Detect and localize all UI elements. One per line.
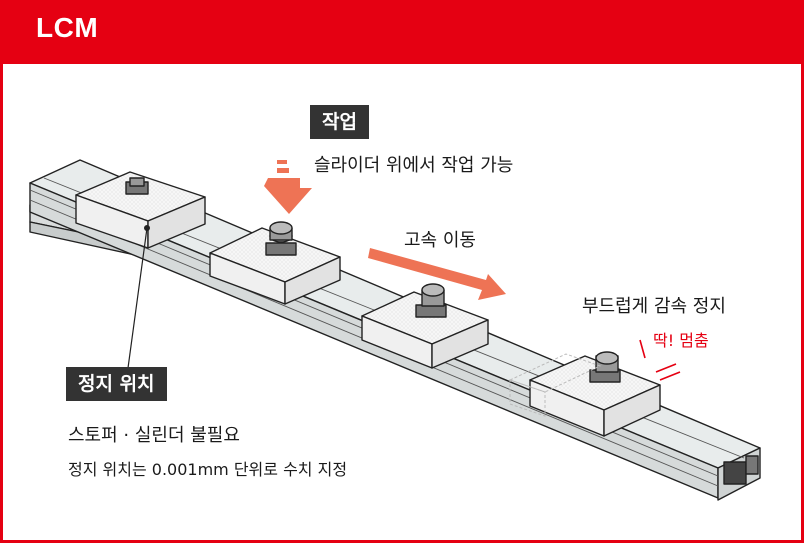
stop-pointer-dot xyxy=(144,225,150,231)
move-arrow xyxy=(368,248,506,300)
header-title: LCM xyxy=(36,12,99,43)
work-description: 슬라이더 위에서 작업 가능 xyxy=(314,155,514,176)
ghost-slider xyxy=(508,353,602,417)
header-bar: LCM xyxy=(0,0,804,64)
decel-label: 부드럽게 감속 정지 xyxy=(582,296,726,317)
slider-3 xyxy=(361,283,489,369)
slider-4 xyxy=(529,351,661,437)
stop-position-tag: 정지 위치 xyxy=(66,367,167,401)
stop-pointer-line xyxy=(127,227,148,369)
down-arrow xyxy=(264,160,312,214)
stop-motion-marks xyxy=(639,339,681,381)
stop-line-2: 정지 위치는 0.001mm 단위로 수치 지정 xyxy=(68,460,348,479)
move-label: 고속 이동 xyxy=(404,230,476,251)
stop-sound-label: 딱! 멈춤 xyxy=(653,331,709,350)
work-tag: 작업 xyxy=(310,105,369,139)
slider-1 xyxy=(75,171,206,249)
stop-line-1: 스토퍼 · 실린더 불필요 xyxy=(68,425,240,446)
slider-2 xyxy=(209,221,341,305)
